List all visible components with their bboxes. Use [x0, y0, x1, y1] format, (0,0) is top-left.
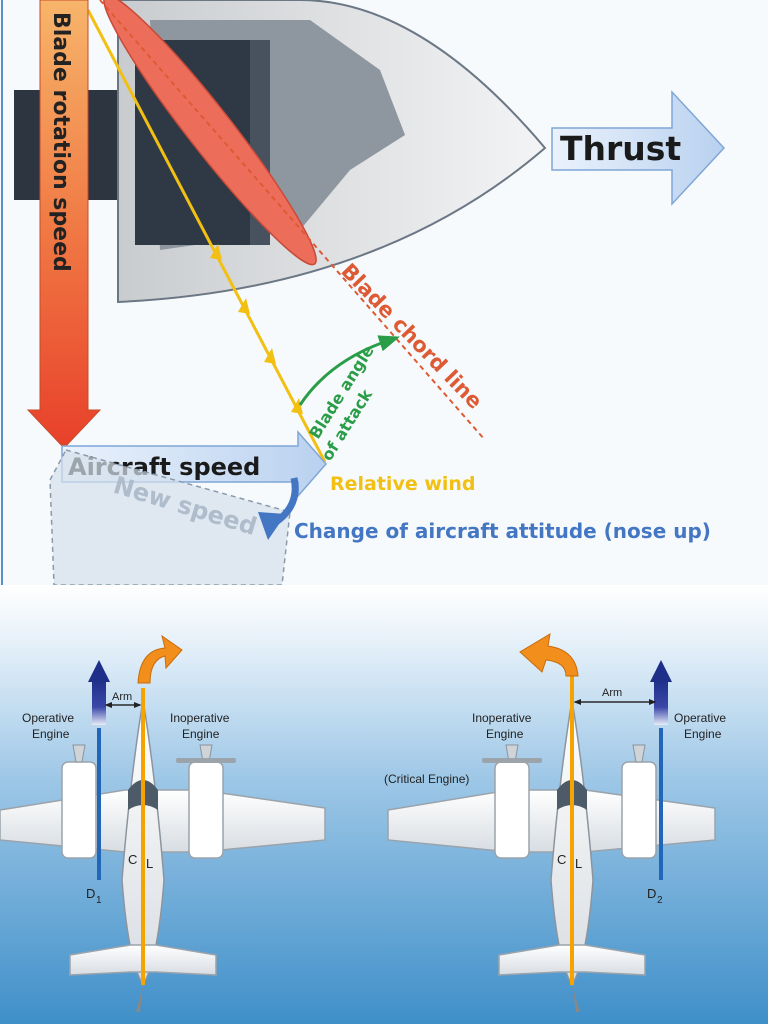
new-speed-arrow	[49, 449, 291, 586]
right-aircraft-d-subscript: 2	[657, 895, 663, 906]
angle-of-attack-arc	[298, 335, 400, 406]
right-aircraft-yaw-arrow	[519, 633, 579, 677]
left-aircraft-tail-tip	[136, 985, 143, 1012]
left-aircraft-arm-label: Arm	[112, 691, 132, 703]
right-aircraft-feathered-propeller	[482, 758, 542, 763]
left-aircraft-cl-c: C	[128, 852, 137, 867]
relative-wind-arrowhead-1	[210, 244, 222, 260]
blade-chord-line	[99, 0, 486, 441]
right-aircraft-critical-engine-label: (Critical Engine)	[384, 772, 469, 786]
right-aircraft-thrust-vector	[654, 680, 668, 725]
relative-wind-line	[86, 9, 327, 463]
right-aircraft-operative-nacelle	[621, 761, 657, 859]
right-aircraft-operative-label-line2: Engine	[684, 727, 722, 741]
change-of-attitude-label: Change of aircraft attitude (nose up)	[294, 519, 711, 543]
left-aircraft-operative-nacelle	[61, 761, 97, 859]
asymmetric-thrust-diagram: Arm Operative Engine Inoperative Engine …	[0, 585, 768, 1024]
right-aircraft-inoperative-label-line1: Inoperative	[472, 711, 532, 725]
left-aircraft-feathered-propeller	[176, 758, 236, 763]
relative-wind-arrowhead-4	[291, 398, 303, 414]
right-aircraft-arm-label: Arm	[602, 687, 622, 699]
right-aircraft-cl-l: L	[575, 856, 582, 871]
right-aircraft-operative-label-line1: Operative	[674, 711, 726, 725]
right-aircraft-cl-c: C	[557, 852, 566, 867]
left-aircraft-inoperative-nacelle	[188, 761, 224, 859]
left-aircraft-operative-spinner	[72, 744, 86, 763]
right-aircraft-operative-spinner	[632, 744, 646, 763]
left-aircraft-thrust-vector-head	[88, 660, 110, 682]
left-aircraft-yaw-arrow	[137, 634, 183, 684]
left-aircraft-inoperative-label-line2: Engine	[182, 727, 220, 741]
left-aircraft: Arm Operative Engine Inoperative Engine …	[0, 634, 326, 1012]
attitude-change-arrowhead	[258, 512, 286, 540]
left-aircraft-d-label: D	[86, 886, 95, 901]
left-aircraft-d-subscript: 1	[96, 895, 102, 906]
thrust-arrow	[551, 90, 726, 206]
relative-wind-arrowhead-3	[264, 348, 276, 364]
relative-wind-arrowhead-2	[238, 298, 250, 314]
right-aircraft-d-label: D	[647, 886, 656, 901]
left-aircraft-thrust-vector	[92, 680, 106, 725]
thrust-label: Thrust	[560, 129, 681, 168]
relative-wind-label: Relative wind	[330, 473, 476, 495]
right-aircraft-thrust-vector-head	[650, 660, 672, 682]
left-aircraft-operative-label-line2: Engine	[32, 727, 70, 741]
blade-rotation-speed-arrow	[26, 0, 102, 449]
left-aircraft-cl-l: L	[146, 856, 153, 871]
left-aircraft-operative-label-line1: Operative	[22, 711, 74, 725]
right-aircraft-inoperative-label-line2: Engine	[486, 727, 524, 741]
right-aircraft-tail-tip	[572, 985, 580, 1012]
propeller-diagram: Blade rotation speed Thrust Aircraft spe…	[1, 0, 726, 586]
blade-rotation-speed-label: Blade rotation speed	[48, 12, 73, 272]
right-aircraft: Arm Inoperative Engine Operative Engine …	[384, 633, 726, 1012]
left-aircraft-inoperative-label-line1: Inoperative	[170, 711, 230, 725]
right-aircraft-inoperative-nacelle	[494, 761, 530, 859]
propeller-blade	[103, 0, 317, 266]
